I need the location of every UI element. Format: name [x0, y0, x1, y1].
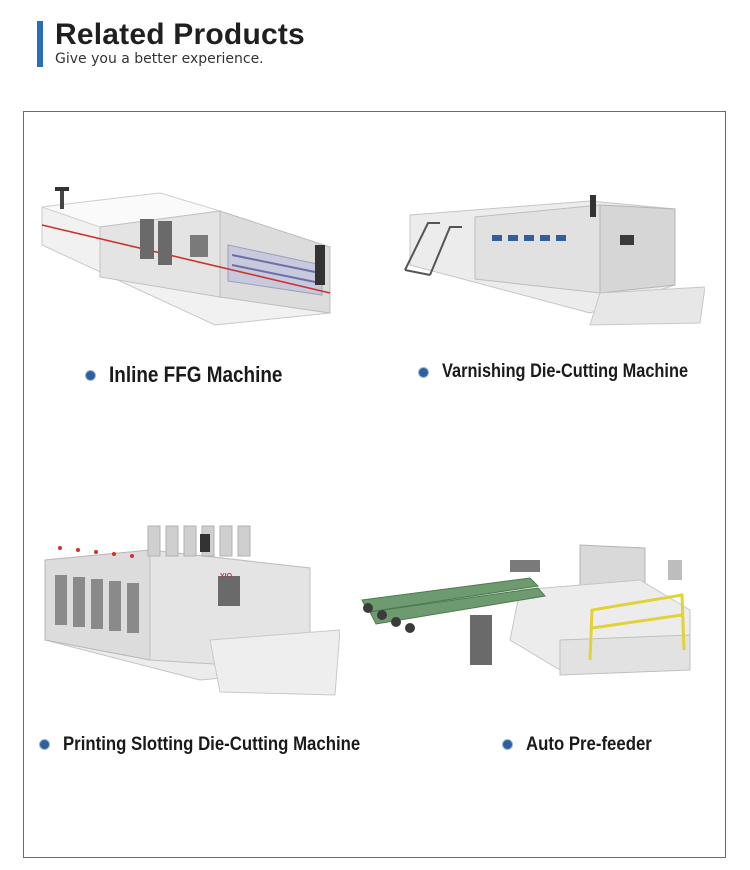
product-card-printing-slotting[interactable]: YIO [40, 520, 340, 700]
title-accent-bar [37, 21, 43, 67]
product-name[interactable]: Inline FFG Machine [109, 362, 283, 387]
product-card-auto-pre-feeder[interactable] [360, 540, 705, 695]
printing-slotting-die-cutting-machine-image[interactable]: YIO [40, 520, 340, 700]
product-name[interactable]: Varnishing Die-Cutting Machine [442, 361, 689, 382]
section-title: Related Products [55, 18, 305, 51]
inline-ffg-machine-image[interactable] [40, 185, 335, 330]
bullet-icon [503, 740, 512, 749]
varnishing-die-cutting-machine-image[interactable] [400, 195, 705, 330]
product-name[interactable]: Printing Slotting Die-Cutting Machine [63, 733, 361, 755]
auto-pre-feeder-image[interactable] [360, 540, 705, 695]
product-name[interactable]: Auto Pre-feeder [526, 733, 652, 755]
bullet-icon [40, 740, 49, 749]
bullet-icon [86, 370, 95, 380]
product-card-varnishing-die-cutting[interactable] [400, 195, 705, 330]
section-subtitle: Give you a better experience. [55, 51, 264, 67]
product-caption-inline-ffg[interactable]: Inline FFG Machine [86, 362, 311, 388]
products-panel [23, 111, 726, 858]
product-caption-auto-pre-feeder[interactable]: Auto Pre-feeder [503, 733, 672, 756]
svg-text:YIO: YIO [220, 573, 233, 580]
product-caption-printing-slotting[interactable]: Printing Slotting Die-Cutting Machine [40, 733, 409, 756]
product-card-inline-ffg[interactable] [40, 185, 335, 330]
bullet-icon [419, 367, 428, 377]
product-caption-varnishing-die-cutting[interactable]: Varnishing Die-Cutting Machine [419, 361, 728, 383]
